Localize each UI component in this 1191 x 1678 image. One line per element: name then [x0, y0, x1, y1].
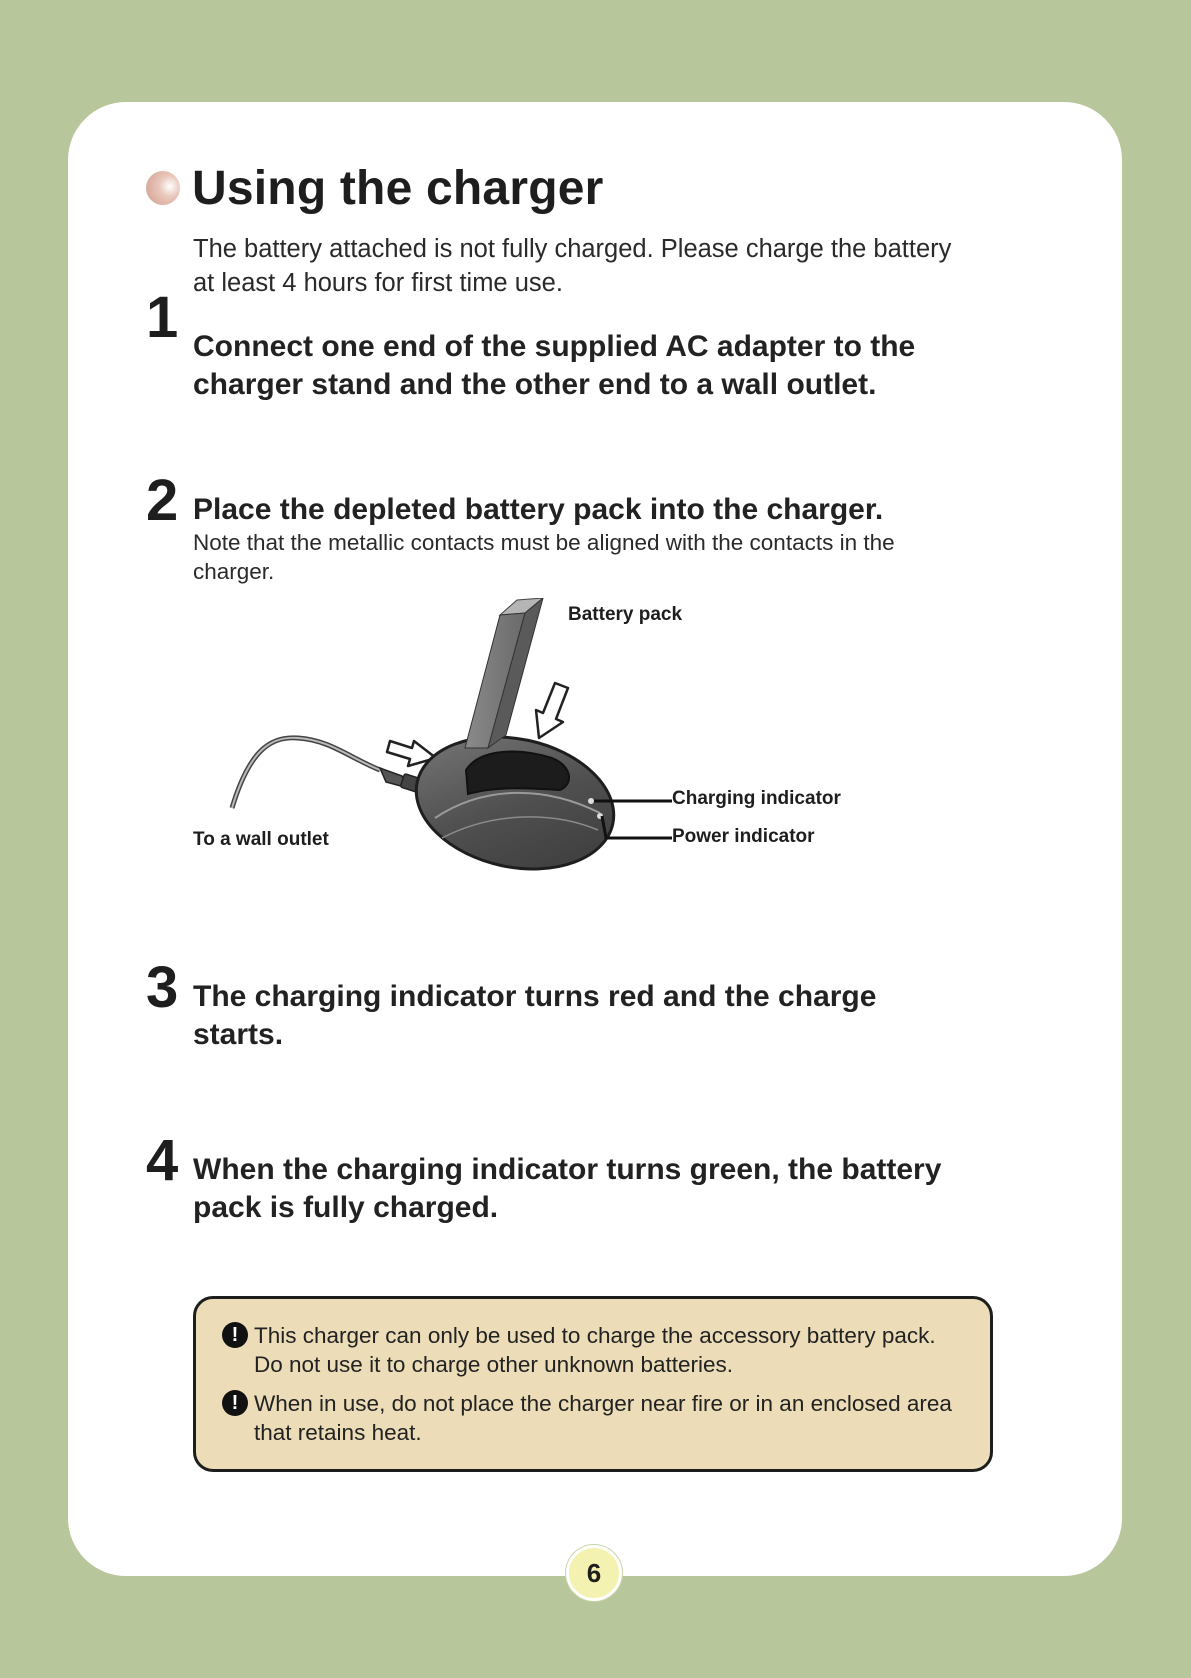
- step-2-note: Note that the metallic contacts must be …: [193, 530, 895, 584]
- caution-text: When in use, do not place the charger ne…: [254, 1391, 952, 1445]
- step-3-number: 3: [146, 955, 179, 1020]
- exclamation-icon: !: [222, 1390, 248, 1416]
- page-title: Using the charger: [192, 161, 604, 215]
- title-bullet-icon: [146, 171, 180, 205]
- wall-outlet-label: To a wall outlet: [193, 829, 329, 850]
- step-2-text: Place the depleted battery pack into the…: [193, 493, 884, 526]
- plug-arrow-icon: [385, 739, 438, 768]
- charger-stand: [414, 735, 616, 871]
- charging-indicator-label: Charging indicator: [672, 788, 841, 809]
- step-3-text: The charging indicator turns red and the…: [193, 980, 877, 1051]
- step-4-text: When the charging indicator turns green,…: [193, 1153, 942, 1224]
- battery-pack-label: Battery pack: [568, 604, 683, 625]
- indicator-leader-lines: [594, 799, 672, 840]
- caution-item: ! This charger can only be used to charg…: [222, 1321, 960, 1379]
- charger-diagram: Battery pack Charging indicator Power in…: [180, 598, 920, 898]
- step-1-text: Connect one end of the supplied AC adapt…: [193, 330, 916, 401]
- section-header: Using the charger: [146, 156, 604, 220]
- power-indicator-label: Power indicator: [672, 826, 815, 847]
- caution-text: This charger can only be used to charge …: [254, 1323, 936, 1377]
- caution-box: ! This charger can only be used to charg…: [193, 1296, 993, 1472]
- page-number-badge: 6: [566, 1545, 622, 1601]
- intro-paragraph: The battery attached is not fully charge…: [193, 235, 952, 297]
- step-4-number: 4: [146, 1128, 179, 1193]
- battery-pack: [464, 598, 544, 750]
- charger-illustration: [229, 598, 672, 871]
- step-2-number: 2: [146, 468, 179, 533]
- battery-arrow-icon: [534, 681, 570, 740]
- exclamation-icon: !: [222, 1322, 248, 1348]
- step-1-number: 1: [146, 285, 179, 350]
- caution-item: ! When in use, do not place the charger …: [222, 1389, 960, 1447]
